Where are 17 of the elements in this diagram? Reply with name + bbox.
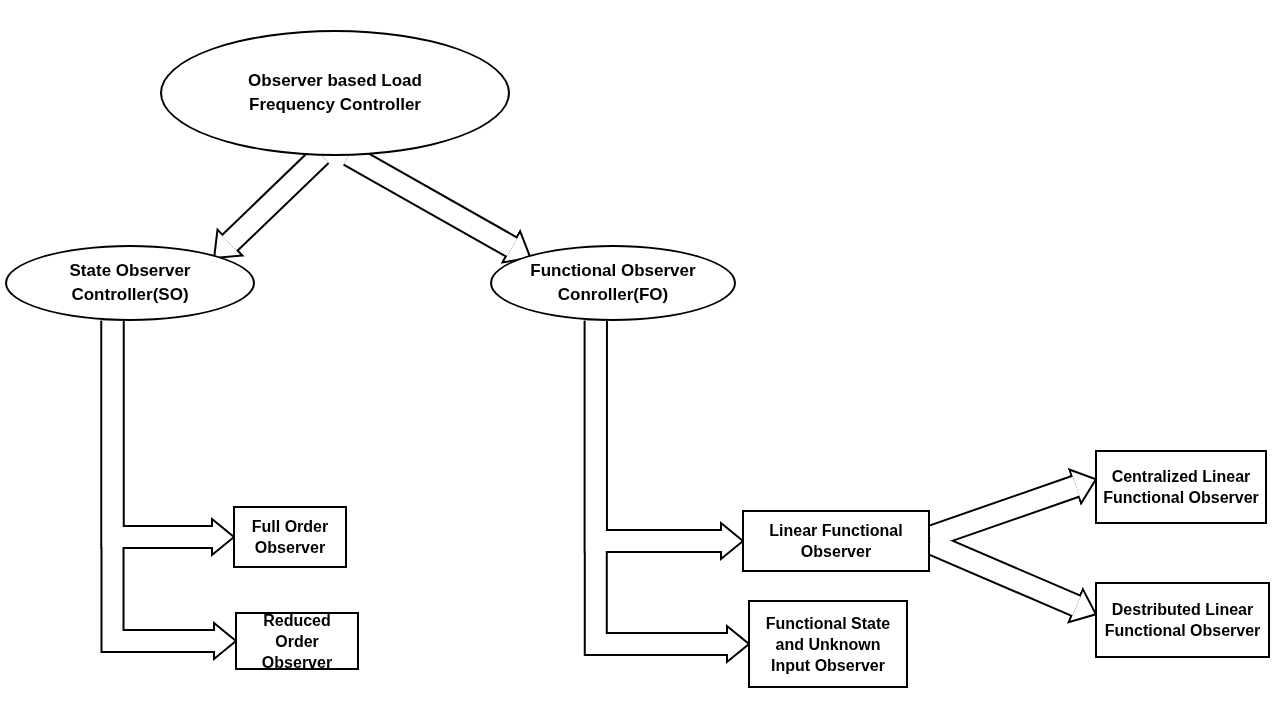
node-label: Observer based Load Frequency Controller bbox=[247, 70, 423, 116]
hollow-arrow bbox=[100, 320, 237, 660]
hollow-arrow bbox=[583, 320, 750, 663]
process-box bbox=[1095, 582, 1270, 658]
process-box bbox=[742, 510, 930, 572]
node-label: Linear Functional Observer bbox=[768, 521, 904, 562]
process-box bbox=[233, 506, 347, 568]
node-label: Functional Observer Conroller(FO) bbox=[529, 260, 697, 306]
node-label: Full Order Observer bbox=[250, 517, 330, 558]
node-label: Functional State and Unknown Input Observer bbox=[764, 613, 892, 676]
process-box bbox=[748, 600, 908, 688]
node-label: Destributed Linear Functional Observer bbox=[1103, 600, 1262, 641]
node-label: Reduced Order Observer bbox=[260, 610, 334, 673]
process-box bbox=[235, 612, 359, 670]
node-label: Centralized Linear Functional Observer bbox=[1102, 467, 1260, 508]
node-label: State Observer Controller(SO) bbox=[68, 260, 192, 306]
process-box bbox=[1095, 450, 1267, 524]
